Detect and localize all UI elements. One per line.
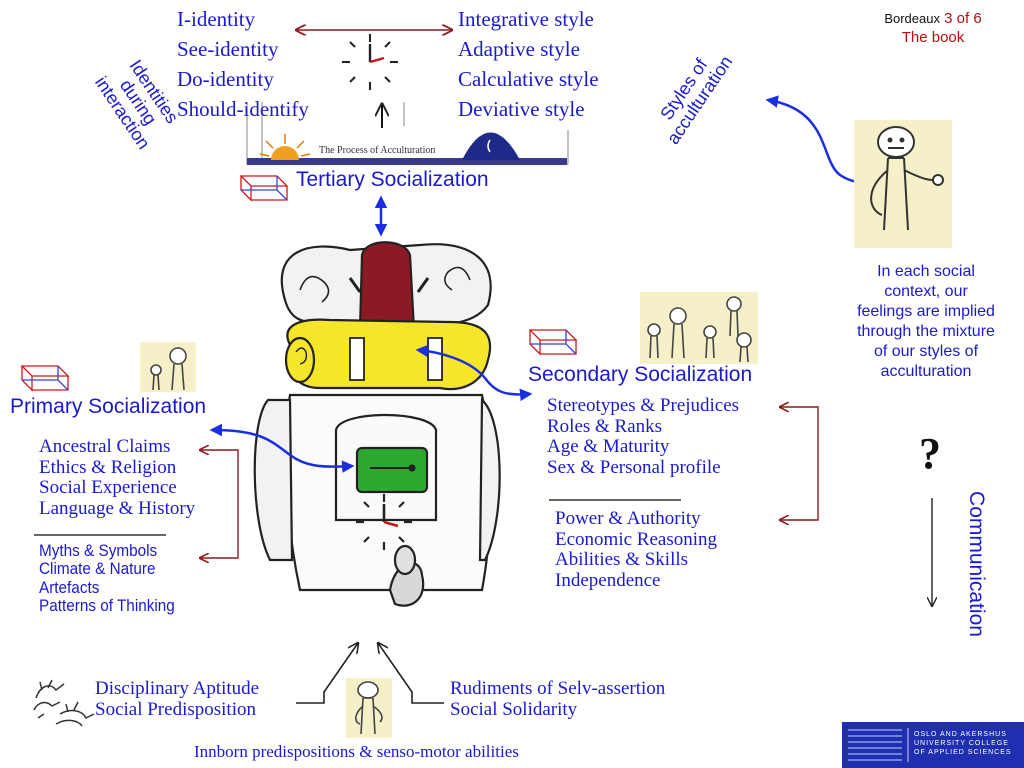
bottom-right-arrow <box>378 643 444 704</box>
logo-line: UNIVERSITY COLLEGE <box>914 739 1009 747</box>
secondary-group2: Power & Authority Economic Reasoning Abi… <box>555 508 717 591</box>
bottom-left-arrow <box>296 643 358 704</box>
primary-group2: Myths & Symbols Climate & Nature Artefac… <box>39 541 175 616</box>
style-list: Integrative style Adaptive style Calcula… <box>458 8 599 128</box>
primary-item: Climate & Nature <box>39 559 156 579</box>
side-note-line: In each social <box>877 263 975 280</box>
style-item: Integrative style <box>458 7 594 31</box>
primary-item: Social Experience <box>39 477 177 499</box>
top-clock-icon <box>342 34 398 90</box>
secondary-item: Independence <box>555 569 661 591</box>
secondary-group1: Stereotypes & Prejudices Roles & Ranks A… <box>547 395 740 478</box>
bottom-figure-icon <box>346 678 392 738</box>
primary-item: Ethics & Religion <box>39 456 177 478</box>
secondary-item: Stereotypes & Prejudices <box>547 395 740 416</box>
bottom-right-item: Rudiments of Selv-assertion <box>450 678 666 699</box>
communication-label: Communication <box>965 491 988 637</box>
identity-item: I-identity <box>177 7 256 31</box>
secondary-item: Power & Authority <box>555 508 701 529</box>
side-note-line: context, our <box>884 283 968 300</box>
identity-item: Should-identify <box>177 97 309 121</box>
primary-item: Artefacts <box>39 577 100 597</box>
side-note-line: acculturation <box>880 363 972 380</box>
tertiary-title: Tertiary Socialization <box>296 168 489 191</box>
bottom-left-item: Disciplinary Aptitude <box>95 678 260 699</box>
large-figure-icon <box>854 120 952 248</box>
secondary-item: Roles & Ranks <box>547 415 663 437</box>
side-note-line: feelings are implied <box>857 303 995 320</box>
secondary-figures-icon <box>640 292 758 364</box>
header-block: Bordeaux 3 of 6 The book <box>860 10 1006 48</box>
primary-figures-icon <box>140 342 196 392</box>
side-note: In each social context, our feelings are… <box>836 262 1016 382</box>
secondary-backpack-arrow <box>415 344 533 402</box>
primary-backpack-arrow <box>209 423 355 473</box>
style-item: Calculative style <box>458 67 599 91</box>
header-page: 3 of 6 <box>944 10 982 27</box>
secondary-item: Economic Reasoning <box>555 528 717 550</box>
bottom-left-item: Social Predisposition <box>95 698 256 720</box>
secondary-item: Abilities & Skills <box>555 549 689 571</box>
bottom-caption: Innborn predispositions & senso-motor ab… <box>194 742 519 761</box>
question-mark: ? <box>919 429 941 478</box>
identity-list: I-identity See-identity Do-identity Shou… <box>177 8 309 128</box>
bottom-right-item: Social Solidarity <box>450 698 578 720</box>
hands-icon <box>33 679 95 727</box>
primary-bracket <box>200 450 239 558</box>
cube-icon-primary <box>20 365 70 392</box>
identity-item: Do-identity <box>177 67 274 91</box>
style-item: Deviative style <box>458 97 585 121</box>
style-item: Adaptive style <box>458 37 580 61</box>
primary-item: Language & History <box>39 497 196 519</box>
bottom-left-text: Disciplinary Aptitude Social Predisposit… <box>95 678 260 720</box>
bottom-right-text: Rudiments of Selv-assertion Social Solid… <box>450 678 666 720</box>
logo-line: OSLO AND AKERSHUS <box>914 731 1007 738</box>
primary-group1: Ancestral Claims Ethics & Religion Socia… <box>39 436 196 519</box>
secondary-item: Age & Maturity <box>547 436 670 458</box>
college-logo-text: OSLO AND AKERSHUS UNIVERSITY COLLEGE OF … <box>914 731 1012 757</box>
college-logo-mark <box>842 722 1024 768</box>
primary-item: Myths & Symbols <box>39 541 158 560</box>
identity-item: See-identity <box>177 37 279 61</box>
secondary-item: Sex & Personal profile <box>547 456 721 478</box>
backpack-illustration <box>253 241 501 607</box>
primary-item: Ancestral Claims <box>39 436 171 457</box>
header-location: Bordeaux <box>884 11 940 26</box>
primary-title: Primary Socialization <box>10 395 207 418</box>
backpack-clock-icon <box>356 494 412 550</box>
side-note-line: of our styles of <box>873 343 979 360</box>
banner-text: The Process of Acculturation <box>319 145 436 156</box>
logo-line: OF APPLIED SCIENCES <box>914 748 1012 756</box>
side-note-line: through the mixture <box>857 323 995 340</box>
secondary-bracket <box>780 407 819 520</box>
acculturation-banner <box>246 102 569 165</box>
secondary-title: Secondary Socialization <box>528 363 753 386</box>
cube-icon-tertiary <box>239 175 289 202</box>
primary-item: Patterns of Thinking <box>39 596 175 616</box>
cube-icon-secondary <box>528 329 578 356</box>
header-subtitle: The book <box>901 28 965 46</box>
